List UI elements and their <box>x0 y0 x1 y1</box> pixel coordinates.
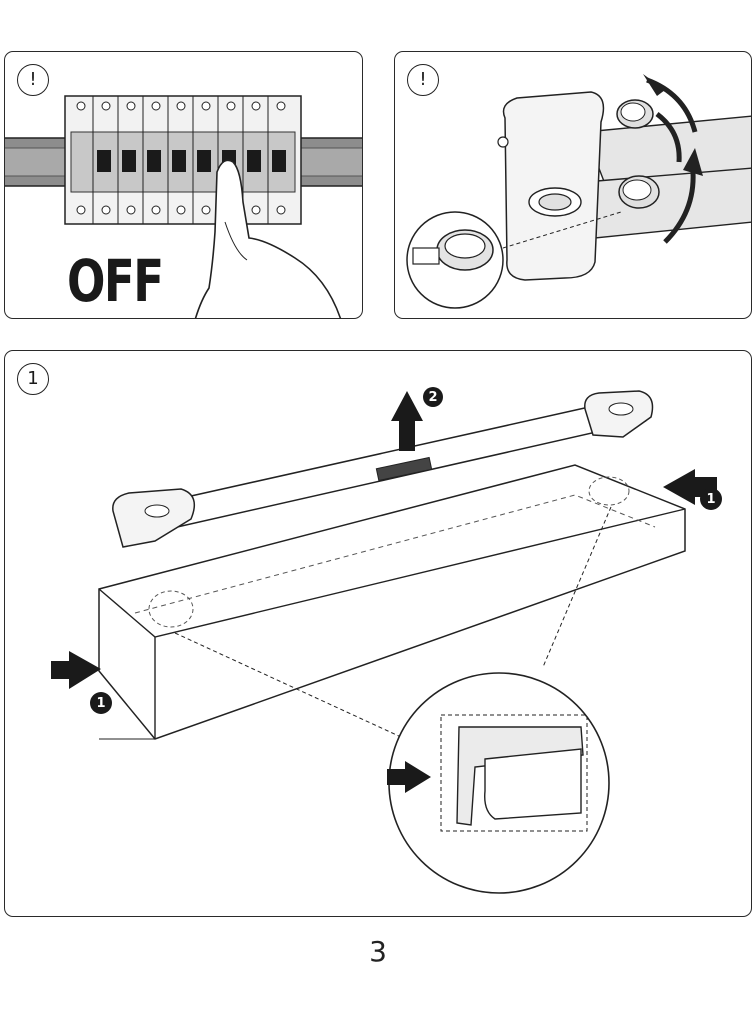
warning-badge: ! <box>407 64 439 96</box>
warning-badge: ! <box>17 64 49 96</box>
warning-icon: ! <box>419 69 427 90</box>
off-label: OFF <box>67 247 164 315</box>
step-number-icon: 1 <box>27 368 39 389</box>
step-panel-mounting: 1 2 1 1 <box>4 350 752 917</box>
step-callout-number: 2 <box>428 390 437 405</box>
warning-icon: ! <box>29 69 37 90</box>
warning-panel-power-off: ! OFF <box>4 51 363 319</box>
breaker-illustration <box>5 95 362 318</box>
step-callout-number: 1 <box>96 696 105 711</box>
step-callout-number: 1 <box>706 492 715 507</box>
warning-panel-end-caps: ! <box>394 51 752 319</box>
page-number: 3 <box>369 935 387 968</box>
step-badge: 1 <box>17 363 49 395</box>
end-cap-illustration <box>406 74 751 309</box>
mounting-illustration: 2 1 1 <box>51 387 722 894</box>
